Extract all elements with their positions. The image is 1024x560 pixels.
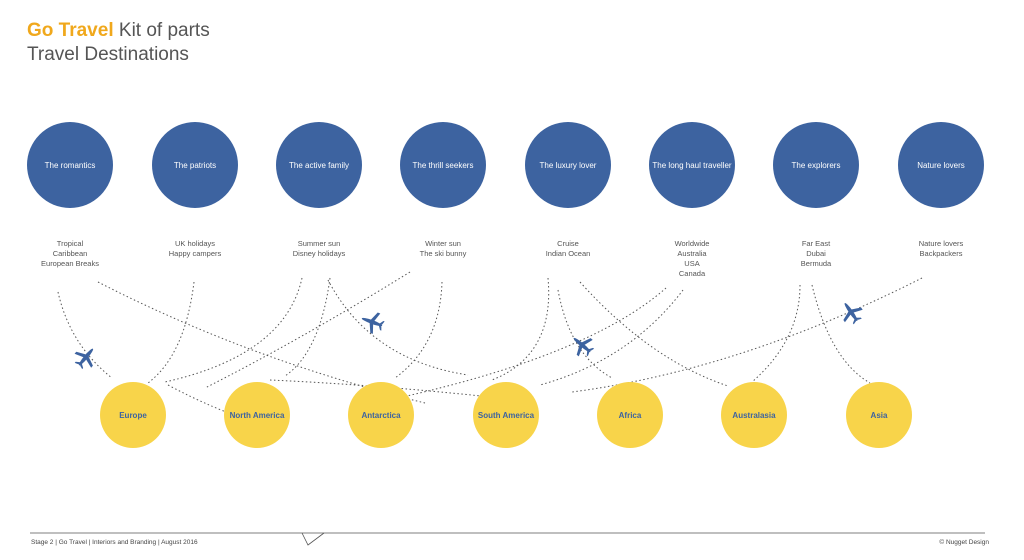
persona-places: Cruise Indian Ocean [513, 239, 623, 259]
airplane-icon [843, 303, 863, 325]
persona-circle: The luxury lover [525, 122, 611, 208]
connector-line [147, 281, 195, 384]
place-item: Summer sun [297, 239, 341, 248]
airplane-icon [74, 348, 94, 370]
persona-places: UK holidays Happy campers [140, 239, 250, 259]
place-item: European Breaks [41, 259, 99, 268]
footer-notch [301, 532, 325, 546]
destination-label: North America [229, 410, 285, 420]
connector-line [164, 277, 303, 383]
persona-places: Winter sun The ski bunny [388, 239, 498, 259]
persona-circle: Nature lovers [898, 122, 984, 208]
footer-caption: Stage 2 | Go Travel | Interiors and Bran… [31, 539, 198, 546]
connector-line [327, 279, 469, 376]
persona-places: Tropical Caribbean European Breaks [15, 239, 125, 269]
persona-circle: The active family [276, 122, 362, 208]
place-item: Tropical [56, 239, 84, 248]
destination-label: Europe [119, 410, 147, 420]
place-item: USA [684, 259, 700, 268]
persona-places: Worldwide Australia USA Canada [637, 239, 747, 279]
connector-line [284, 277, 331, 377]
destination-label: Asia [870, 410, 888, 420]
persona-places: Summer sun Disney holidays [264, 239, 374, 259]
place-item: The ski bunny [419, 249, 467, 258]
connector-line [579, 281, 729, 387]
airplane-icon [361, 312, 385, 334]
destination-circle: South America [473, 382, 539, 448]
brand-name: Go Travel [27, 20, 114, 41]
place-item: Nature lovers [918, 239, 964, 248]
persona-circle: The thrill seekers [400, 122, 486, 208]
destination-circle: Australasia [721, 382, 787, 448]
place-item: Disney holidays [292, 249, 346, 258]
connector-line [539, 289, 684, 386]
place-item: Worldwide [674, 239, 710, 248]
place-item: Bermuda [800, 259, 832, 268]
persona-label: The thrill seekers [412, 160, 474, 170]
persona-places: Nature lovers Backpackers [886, 239, 996, 259]
place-item: UK holidays [174, 239, 216, 248]
connector-line [751, 284, 801, 383]
persona-label: The active family [288, 160, 350, 170]
connector-line [557, 289, 613, 379]
destination-circle: Europe [100, 382, 166, 448]
persona-places: Far East Dubai Bermuda [761, 239, 871, 269]
place-item: Backpackers [919, 249, 963, 258]
destination-circle: North America [224, 382, 290, 448]
persona-label: Nature lovers [917, 160, 965, 170]
destination-label: South America [477, 410, 535, 420]
destination-label: Antarctica [361, 410, 401, 420]
connector-line [394, 281, 443, 379]
persona-circle: The long haul traveller [649, 122, 735, 208]
page-subtitle: Travel Destinations [27, 44, 189, 65]
connector-line [491, 277, 550, 381]
persona-label: The explorers [791, 160, 841, 170]
destination-circle: Antarctica [348, 382, 414, 448]
connector-line [57, 291, 113, 379]
page-title: Go Travel Kit of parts [27, 19, 210, 43]
place-item: Australia [677, 249, 707, 258]
persona-circle: The explorers [773, 122, 859, 208]
persona-label: The long haul traveller [652, 160, 732, 170]
persona-circle: The patriots [152, 122, 238, 208]
title-block: Go Travel Kit of parts Travel Destinatio… [27, 19, 210, 67]
place-item: Winter sun [425, 239, 461, 248]
destination-label: Australasia [732, 410, 776, 420]
place-item: Happy campers [168, 249, 222, 258]
place-item: Cruise [557, 239, 579, 248]
connector-line [571, 277, 923, 393]
place-item: Dubai [806, 249, 826, 258]
connector-line [97, 281, 426, 404]
place-item: Far East [801, 239, 831, 248]
place-item: Canada [678, 269, 706, 278]
place-item: Indian Ocean [545, 249, 591, 258]
persona-label: The romantics [44, 160, 96, 170]
persona-label: The luxury lover [539, 160, 597, 170]
persona-circle: The romantics [27, 122, 113, 208]
destination-circle: Africa [597, 382, 663, 448]
destination-label: Africa [618, 410, 642, 420]
footer-copyright: © Nugget Design [939, 539, 989, 546]
title-rest: Kit of parts [118, 20, 210, 41]
place-item: Caribbean [52, 249, 88, 258]
persona-label: The patriots [173, 160, 217, 170]
airplane-icon [573, 337, 595, 357]
connector-line [204, 271, 411, 389]
destination-circle: Asia [846, 382, 912, 448]
